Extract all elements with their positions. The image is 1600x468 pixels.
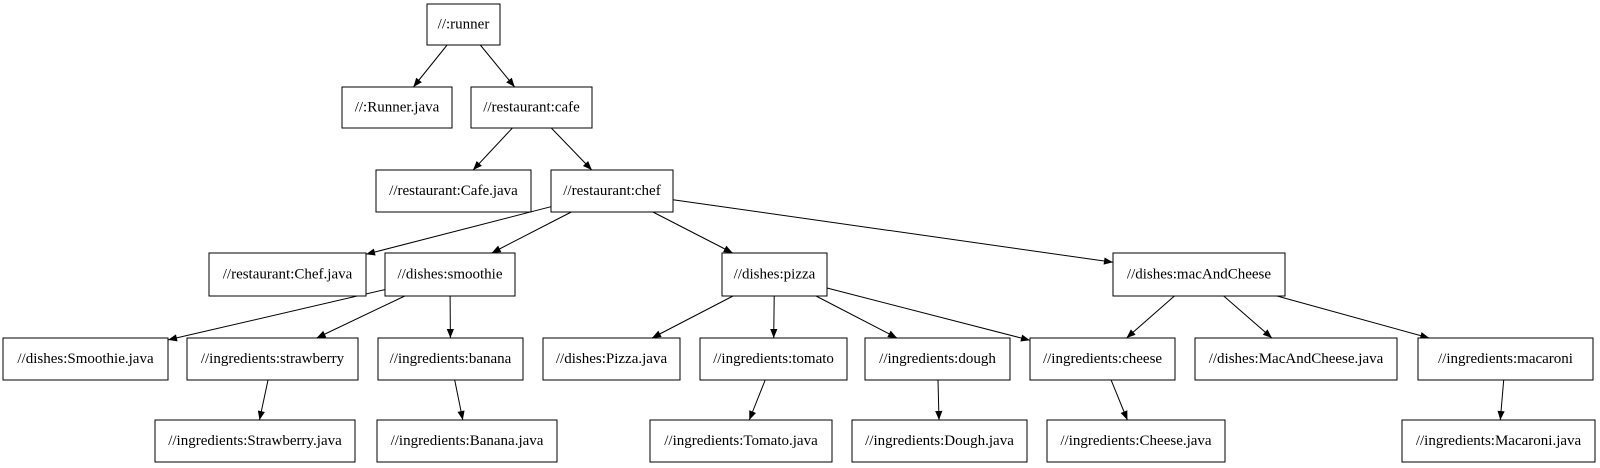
graph-node-smoothie_java: //dishes:Smoothie.java [2,337,169,381]
graph-edge-runner-to-cafe [479,44,516,88]
graph-edge-macaroni-to-macaroni_java [1497,379,1505,421]
node-box [208,252,367,297]
node-label: //restaurant:Chef.java [223,267,353,283]
graph-edge-dough-to-dough_java [935,379,943,421]
graph-node-macaroni: //ingredients:macaroni [1417,337,1594,381]
node-label: //restaurant:chef [563,183,660,199]
node-label: //ingredients:Banana.java [391,433,544,449]
graph-edge-cheese-to-cheese_java [1110,379,1128,421]
graph-node-macaroni_java: //ingredients:Macaroni.java [1401,419,1596,463]
node-label: //ingredients:Tomato.java [664,433,818,449]
graph-node-strawberry_java: //ingredients:Strawberry.java [154,419,356,463]
node-box [377,337,524,381]
node-box [699,337,848,381]
graph-node-smoothie: //dishes:smoothie [384,252,516,297]
node-label: //ingredients:tomato [713,351,834,367]
node-box [2,337,169,381]
graph-edge-smoothie-to-strawberry [316,295,406,339]
node-label: //restaurant:Cafe.java [389,183,518,199]
graph-edge-pizza-to-pizza_java [651,295,734,339]
graph-node-cafe: //restaurant:cafe [470,86,593,129]
node-box [1401,419,1596,463]
node-box [341,86,453,129]
graph-edge-cafe-to-chef [550,127,593,171]
node-box [864,337,1011,381]
node-box [542,337,681,381]
node-box [1046,419,1226,463]
node-label: //ingredients:Macaroni.java [1416,433,1582,449]
graph-node-cheese_java: //ingredients:Cheese.java [1046,419,1226,463]
graph-edge-pizza-to-dough [815,295,898,339]
node-label: //ingredients:Strawberry.java [168,433,342,449]
graph-edge-macandcheese-to-macaroni [1276,295,1430,340]
graph-node-dough: //ingredients:dough [864,337,1011,381]
node-label: //dishes:smoothie [398,267,503,283]
graph-edge-cafe-to-cafe_java [472,127,513,171]
graph-edge-macandcheese-to-macandcheese_java [1223,295,1273,339]
node-box [649,419,833,463]
node-box [186,337,359,381]
graph-node-chef: //restaurant:chef [550,169,674,213]
node-label: //dishes:Smoothie.java [17,351,154,367]
node-label: //restaurant:cafe [483,100,580,116]
node-box [376,419,558,463]
node-box [470,86,593,129]
node-label: //ingredients:Cheese.java [1060,433,1212,449]
graph-edge-strawberry-to-strawberry_java [257,379,269,421]
graph-node-banana: //ingredients:banana [377,337,524,381]
graph-edge-pizza-to-cheese [826,287,1031,342]
node-box [426,3,501,46]
graph-edge-banana-to-banana_java [454,379,465,421]
node-box [550,169,674,213]
node-label: //ingredients:strawberry [201,351,345,367]
graph-edge-runner-to-runner_java [413,44,448,88]
graph-node-cafe_java: //restaurant:Cafe.java [375,169,532,213]
node-label: //ingredients:banana [390,351,512,367]
node-box [1112,252,1286,297]
graph-node-banana_java: //ingredients:Banana.java [376,419,558,463]
graph-node-runner_java: //:Runner.java [341,86,453,129]
node-label: //:Runner.java [355,100,440,116]
graph-node-macandcheese: //dishes:macAndCheese [1112,252,1286,297]
node-box [1417,337,1594,381]
graph-edge-chef-to-pizza [652,211,733,254]
node-label: //dishes:MacAndCheese.java [1209,351,1384,367]
graph-node-pizza_java: //dishes:Pizza.java [542,337,681,381]
node-box [375,169,532,213]
node-box [384,252,516,297]
graph-node-tomato_java: //ingredients:Tomato.java [649,419,833,463]
graph-node-tomato: //ingredients:tomato [699,337,848,381]
node-label: //ingredients:dough [879,351,996,367]
graph-edge-chef-to-smoothie [491,211,572,254]
graph-node-chef_java: //restaurant:Chef.java [208,252,367,297]
graph-edge-tomato-to-tomato_java [748,379,766,421]
node-label: //ingredients:cheese [1043,351,1162,367]
graph-node-cheese: //ingredients:cheese [1029,337,1176,381]
graph-node-dough_java: //ingredients:Dough.java [851,419,1028,463]
node-label: //dishes:pizza [734,267,816,283]
node-label: //ingredients:macaroni [1438,351,1573,367]
node-box [721,252,828,297]
node-label: //ingredients:Dough.java [865,433,1014,449]
node-box [1194,337,1398,381]
node-box [851,419,1028,463]
graph-edge-chef-to-macandcheese [672,199,1114,265]
graph-edge-smoothie-to-smoothie_java [167,289,386,342]
graph-edge-pizza-to-tomato [770,295,778,339]
graph-edge-macandcheese-to-cheese [1126,295,1175,339]
node-label: //dishes:Pizza.java [556,351,668,367]
node-label: //dishes:macAndCheese [1127,267,1271,283]
node-label: //:runner [438,17,490,33]
node-box [1029,337,1176,381]
node-box [154,419,356,463]
graph-node-macandcheese_java: //dishes:MacAndCheese.java [1194,337,1398,381]
graph-edge-chef-to-chef_java [365,206,552,256]
graph-node-pizza: //dishes:pizza [721,252,828,297]
graph-node-runner: //:runner [426,3,501,46]
graph-node-strawberry: //ingredients:strawberry [186,337,359,381]
